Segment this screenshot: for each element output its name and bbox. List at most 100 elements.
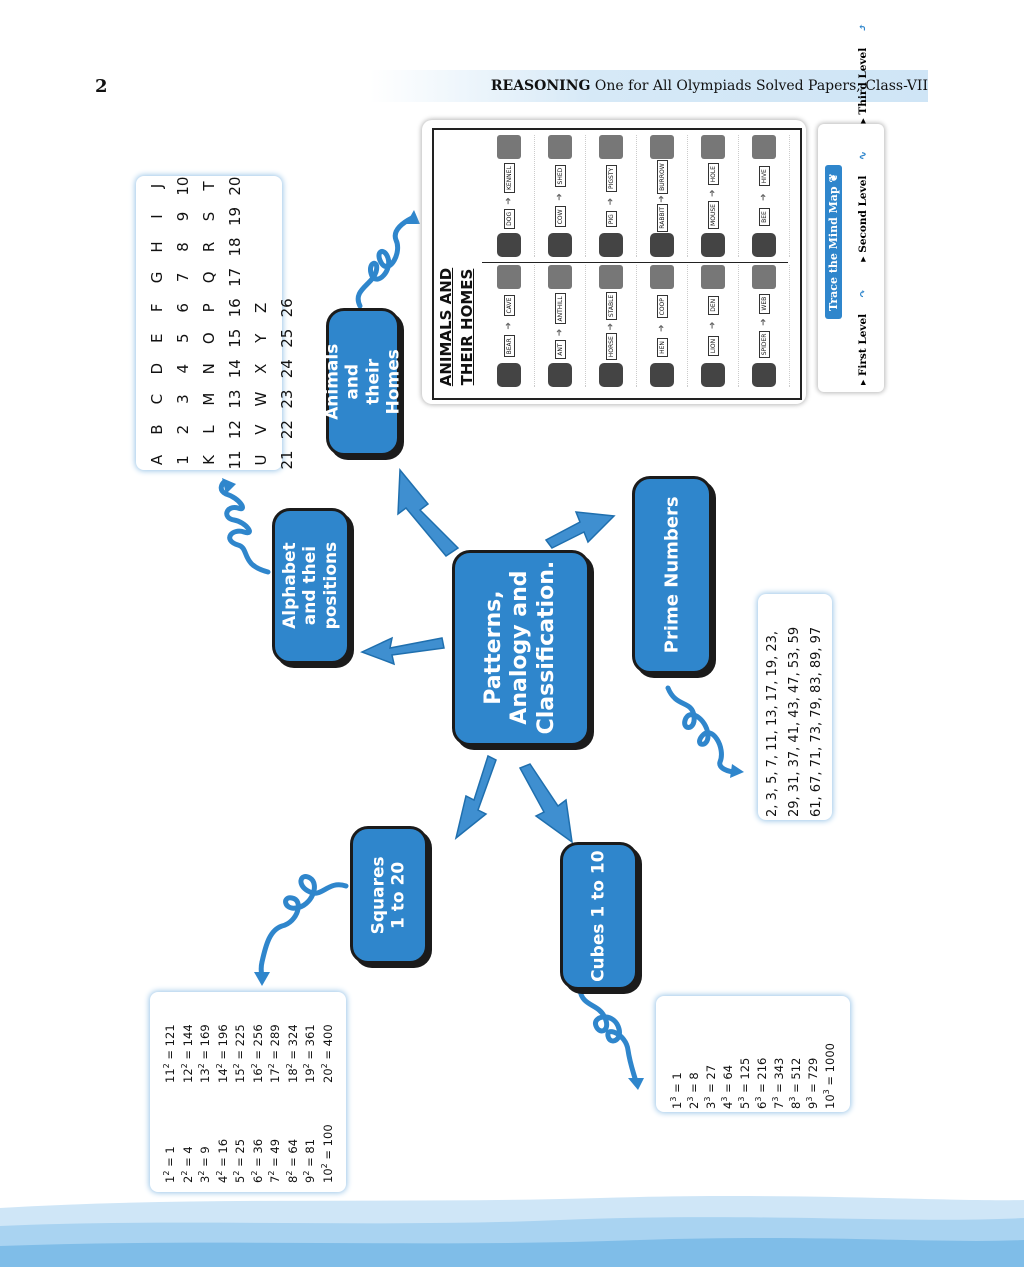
home-label: CAVE — [503, 294, 515, 317]
level-third-label: Third Level — [857, 47, 869, 115]
node-primes-label: Prime Numbers — [661, 496, 683, 654]
square-row: 182 = 324 — [284, 1024, 300, 1083]
result: 169 — [197, 1024, 212, 1047]
alphabet-cell: N — [200, 363, 218, 375]
prime-line: 61, 67, 71, 73, 79, 83, 89, 97 — [809, 626, 824, 817]
animal-home-row: ANT➜ANTHILL — [535, 265, 586, 387]
alphabet-cell: 8 — [174, 242, 192, 252]
page-number: 2 — [95, 76, 108, 97]
result: 81 — [302, 1138, 317, 1154]
home-label: SHED — [554, 164, 566, 188]
alphabet-cell: K — [200, 455, 218, 465]
cube-row: 53 = 125 — [737, 1057, 752, 1109]
square-row: 122 = 144 — [179, 1024, 195, 1083]
result: 100 — [320, 1124, 335, 1147]
animal-home-row: DOG➜KENNEL — [484, 135, 535, 257]
alphabet-cell: 10 — [174, 176, 192, 196]
arrow-swirl-icon: ↷ — [857, 289, 869, 299]
square-row: 202 = 400 — [319, 1024, 335, 1083]
node-squares: Squares 1 to 20 — [350, 826, 428, 964]
cube-row: 83 = 512 — [788, 1057, 803, 1109]
alphabet-cell: 9 — [174, 211, 192, 222]
home-picture — [599, 265, 623, 289]
square-row: 192 = 361 — [302, 1024, 317, 1083]
alphabet-cell: 1 — [174, 455, 192, 465]
header-title: REASONING One for All Olympiads Solved P… — [491, 78, 928, 94]
curly-arrowhead-prime — [730, 764, 744, 778]
home-label: KENNEL — [503, 163, 515, 194]
animal-home-row: MOUSE➜HOLE — [688, 135, 739, 257]
level-third: ▸ Third Level ⤴ — [857, 23, 869, 124]
animal-label: BEAR — [503, 335, 515, 358]
alphabet-cell: 3 — [174, 394, 192, 404]
alphabet-cell: 4 — [174, 363, 192, 374]
level-second: ▸ Second Level ∿ — [857, 151, 869, 262]
animal-picture — [701, 233, 725, 257]
exponent: 2 — [284, 1063, 294, 1069]
result: 1000 — [822, 1043, 837, 1073]
leaf-icon: ❦ — [827, 173, 840, 183]
exponent: 2 — [214, 1063, 224, 1069]
exponent: 2 — [162, 1063, 171, 1069]
arrow-right-icon: ➜ — [504, 197, 514, 205]
exponent: 2 — [302, 1063, 311, 1069]
exponent: 3 — [805, 1096, 814, 1102]
home-picture — [548, 265, 572, 290]
home-label: WEB — [758, 293, 770, 314]
cube-row: 43 = 64 — [720, 1064, 735, 1109]
home-label: HOLE — [707, 163, 719, 186]
base: 9 — [302, 1175, 317, 1183]
trace-legend: Trace the Mind Map ❦ ▸ First Level ↷ ▸ S… — [821, 23, 881, 389]
alphabet-cell: S — [200, 211, 218, 222]
exponent: 2 — [179, 1170, 189, 1176]
alphabet-cell: 12 — [226, 420, 244, 440]
animal-label: COW — [554, 206, 566, 228]
exponent: 2 — [197, 1170, 206, 1176]
animal-home-row: HEN➜COOP — [637, 265, 688, 387]
curly-arrowhead-cubes — [628, 1078, 644, 1090]
exponent: 3 — [720, 1096, 729, 1102]
alphabet-cell: L — [200, 425, 218, 434]
animal-label: MOUSE — [707, 201, 719, 229]
cube-row: 73 = 343 — [771, 1057, 786, 1109]
animal-picture — [497, 363, 521, 387]
alphabet-cell: A — [148, 454, 166, 466]
square-row: 12 = 1 — [162, 1146, 177, 1183]
node-alphabet-label: Alphabet and thei positions — [280, 542, 342, 630]
alphabet-cell: 7 — [174, 272, 192, 283]
home-picture — [752, 135, 776, 159]
header-band — [370, 70, 928, 102]
exponent: 2 — [232, 1170, 241, 1176]
animal-label: LION — [707, 335, 719, 357]
trace-title-text: Trace the Mind Map — [827, 186, 840, 311]
thick-arrow-prime — [544, 511, 616, 549]
animal-label: RABBIT — [656, 204, 668, 232]
result: 289 — [267, 1024, 282, 1047]
squares-box — [150, 992, 346, 1192]
curly-arrowhead-squares — [254, 972, 270, 986]
animal-home-row: BEE➜HIVE — [739, 135, 790, 257]
arrow-right-icon: ➜ — [504, 322, 514, 330]
cube-row: 33 = 27 — [703, 1064, 718, 1109]
alphabet-cell: 2 — [174, 424, 192, 435]
home-picture — [701, 135, 725, 159]
home-picture — [650, 265, 674, 290]
cube-row: 103 = 1000 — [822, 1043, 837, 1109]
home-label: DEN — [707, 295, 719, 315]
alphabet-cell: J — [148, 183, 166, 189]
thick-arrow-cubes — [518, 763, 573, 844]
center-node-label: Patterns, Analogy and Classification. — [481, 561, 560, 735]
alphabet-cell: U — [252, 454, 270, 466]
square-row: 102 = 100 — [319, 1124, 335, 1183]
prime-line: 29, 31, 37, 41, 43, 47, 53, 59 — [787, 626, 802, 817]
result: 9 — [197, 1146, 212, 1154]
exponent: 2 — [249, 1170, 259, 1176]
result: 121 — [162, 1024, 177, 1047]
alphabet-cell: 5 — [174, 333, 192, 344]
square-row: 112 = 121 — [162, 1024, 177, 1083]
